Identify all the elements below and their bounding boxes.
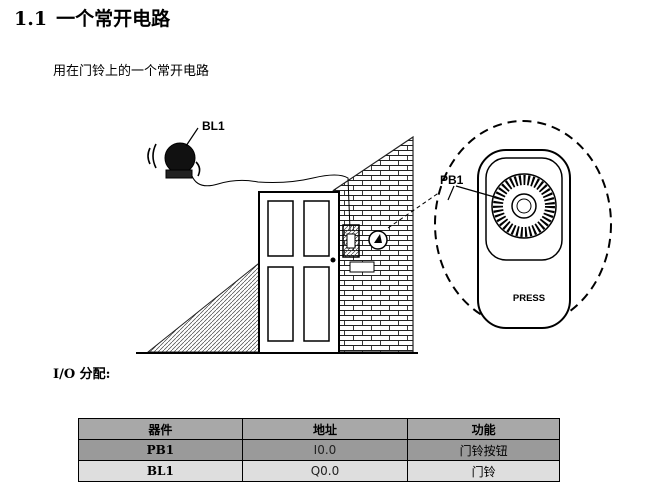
cell-address: Q0.0	[241, 460, 409, 482]
cell-address: I0.0	[241, 439, 409, 461]
doorbell-button-large	[477, 149, 571, 329]
cell-device: BL1	[78, 460, 243, 482]
cell-function: 门铃按钮	[407, 439, 560, 461]
doorbell-illustration: BL1 PRESS PB1	[136, 119, 612, 354]
door	[258, 191, 340, 354]
intro-text: 用在门铃上的一个常开电路	[53, 64, 210, 79]
header-function: 功能	[407, 418, 560, 440]
header-device: 器件	[78, 418, 243, 440]
cell-device: PB1	[78, 439, 243, 461]
bell-icon	[147, 127, 201, 179]
bell-label: BL1	[202, 119, 225, 133]
leader-line	[387, 191, 441, 229]
press-text: PRESS	[513, 293, 545, 304]
section-title: 一个常开电路	[56, 8, 171, 30]
table-header-row: 器件 地址 功能	[78, 418, 560, 440]
io-heading: I/O 分配:	[53, 367, 111, 382]
io-table: 器件 地址 功能 PB1 I0.0 门铃按钮 BL1 Q0.0 门铃	[78, 418, 560, 482]
cell-function: 门铃	[407, 460, 560, 482]
wire	[191, 174, 351, 231]
section-heading: 1.1 一个常开电路	[14, 4, 170, 31]
table-row: PB1 I0.0 门铃按钮	[78, 439, 560, 461]
push-button-small	[342, 224, 388, 273]
section-number: 1.1	[14, 8, 48, 30]
button-label: PB1	[440, 173, 464, 187]
table-row: BL1 Q0.0 门铃	[78, 460, 560, 482]
header-address: 地址	[241, 418, 409, 440]
